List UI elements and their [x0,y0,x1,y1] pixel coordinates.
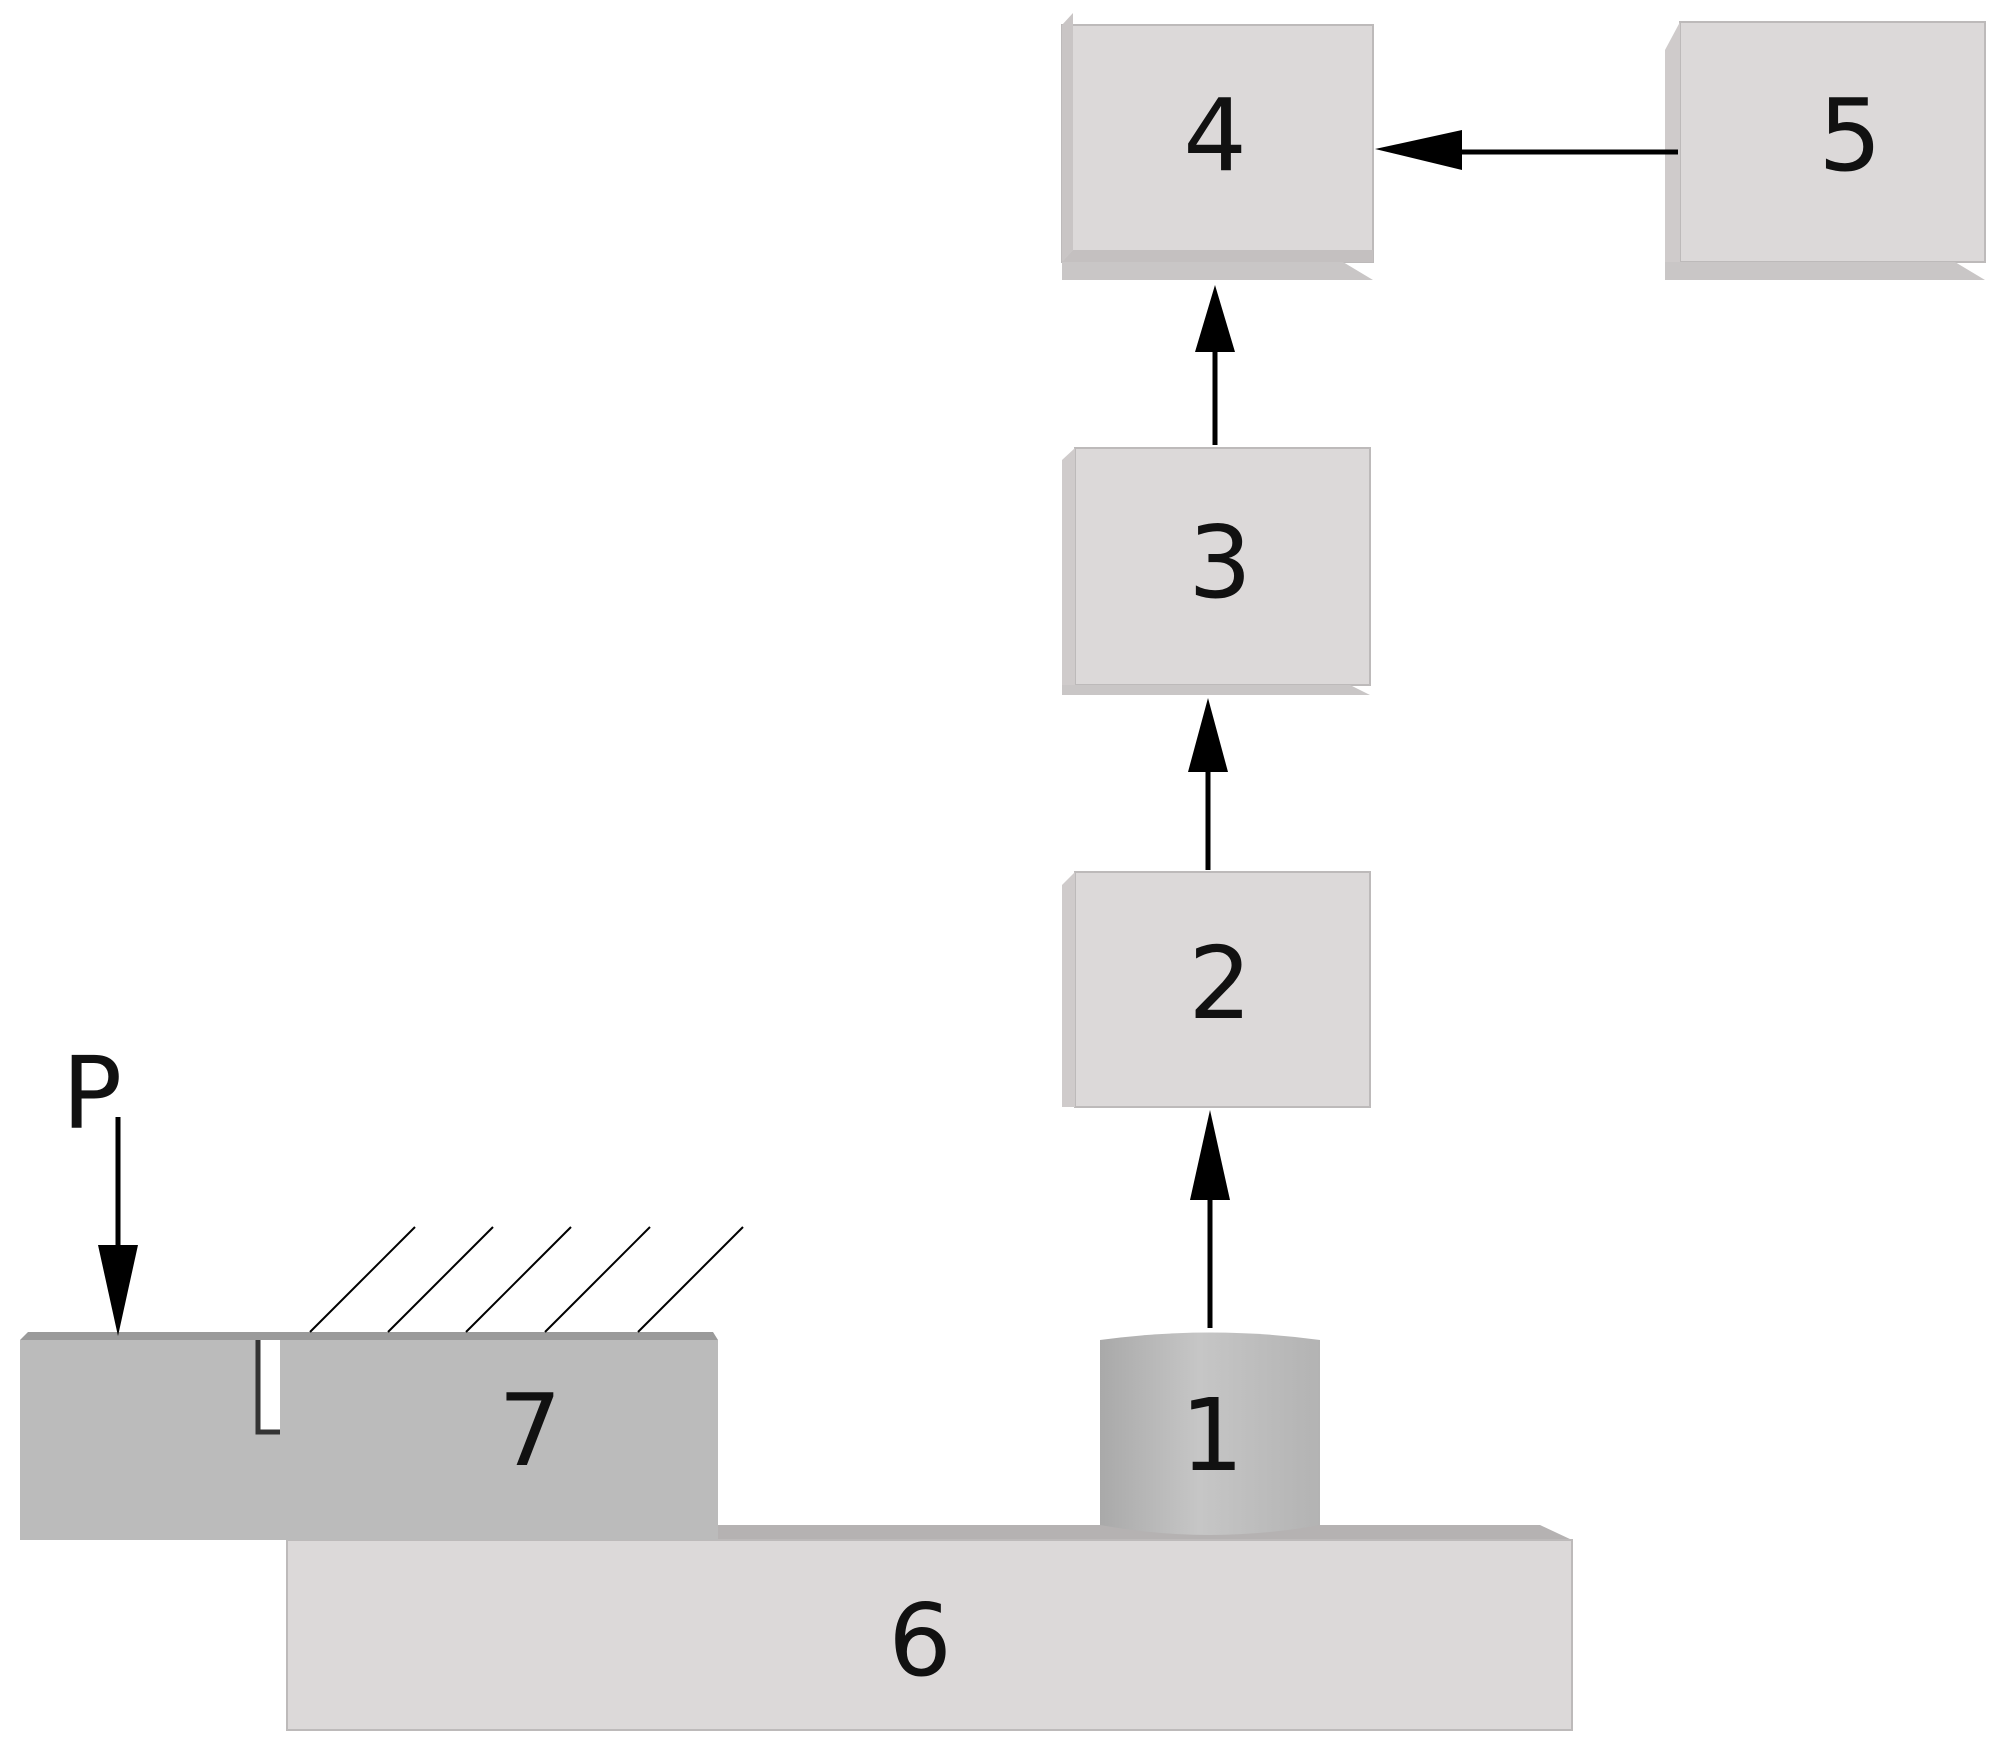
block-5-label: 5 [1818,77,1882,194]
block-4: 4 [1061,13,1374,280]
block-5: 5 [1665,21,1986,280]
load-p-arrow [98,1117,138,1336]
block-7-label: 7 [498,1372,562,1489]
block-3-label: 3 [1188,504,1252,621]
arrow-5-to-4 [1375,130,1678,170]
block-1-label: 1 [1180,1377,1244,1494]
block-2: 2 [1062,871,1371,1108]
fixed-support-hatching [309,1226,744,1333]
arrow-2-to-3 [1188,698,1228,870]
arrow-1-to-2 [1190,1110,1230,1328]
arrow-3-to-4 [1195,285,1235,445]
block-4-label: 4 [1183,77,1247,194]
block-6: 6 [286,1525,1573,1731]
load-p-label: P [62,1035,122,1152]
block-7: 7 [20,1332,718,1540]
block-3: 3 [1062,447,1371,695]
block-2-label: 2 [1188,925,1252,1042]
block-6-label: 6 [888,1582,952,1699]
block-1: 1 [1100,1332,1320,1535]
